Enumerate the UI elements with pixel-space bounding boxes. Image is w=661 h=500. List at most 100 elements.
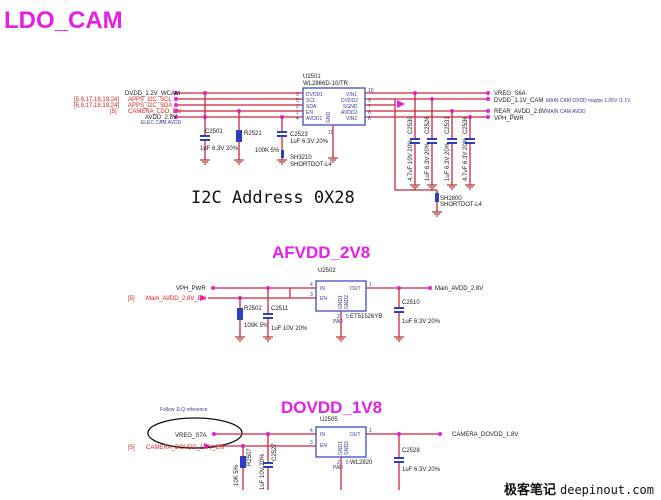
ground-symbol [277, 159, 287, 165]
port-dot [486, 91, 490, 95]
u2505-pin-in: IN [320, 432, 325, 438]
ref-dovdd-en: [5] [128, 445, 135, 451]
sh2800-val: SHORTDOT-L4 [440, 202, 483, 208]
port-dot [438, 432, 442, 436]
dovdd-title: DOVDD_1V8 [281, 398, 382, 417]
u2501-pin-sda: SDA [306, 104, 317, 110]
r2507-val: 10K 5% [234, 464, 240, 486]
c2526-val: 1uF 6.3V 20% [425, 142, 431, 181]
c2526-ref: C2526 [425, 116, 431, 134]
u2501-chip [302, 87, 366, 126]
u2505-pin-gnd1: GND1 [338, 441, 344, 455]
u2502-pinnum-3: 3 [310, 292, 313, 298]
u2501-pin-scl: SCL [306, 98, 316, 104]
c2536-val: 4.7uF 6.3V 20% [463, 137, 469, 181]
u2502-part: ET51526YB [350, 314, 382, 320]
ground-symbol [432, 211, 442, 217]
sh2800-body [435, 193, 439, 202]
afvdd-block: AFVDD_2V8 U2502 IN EN OUT GND1 GND2 4 3 … [128, 243, 483, 342]
u2501-pin-avdd2: AVDD2 [341, 110, 358, 116]
u2501-pinnum-9: 9 [368, 98, 371, 104]
u2502-pin-gnd1: GND1 [338, 295, 344, 309]
u2502-pinnum-5: 5 [346, 314, 349, 320]
r2507-body [240, 456, 246, 468]
c2527-ref: C2527 [272, 443, 278, 461]
u2502-pin-en: EN [320, 296, 327, 302]
watermark: 极客笔记 deepinout.com [504, 482, 654, 498]
r2521-ref: R2521 [244, 131, 262, 137]
u2501-pin-sgnd: SGND [343, 104, 358, 110]
ref-sda: [5,9,17,18,19,24] [74, 103, 119, 109]
u2501-pinnum-2: 2 [296, 104, 299, 110]
u2505-pad: PAD [333, 465, 343, 471]
u2505-pin-en: EN [320, 443, 327, 449]
net-apps-i2c-sda: APPS_I2C_SDA [128, 103, 172, 109]
port-dot [211, 286, 215, 290]
u2505-pinnum-5: 5 [346, 460, 349, 466]
c2531-val: 1uF 6.3V 20% [445, 142, 451, 181]
highlight-ellipse [147, 417, 243, 449]
c2527-plate [263, 462, 273, 464]
r2502-ref: R2502 [244, 306, 262, 312]
c2523-val: 1uF 6.3V 20% [290, 139, 329, 145]
ref-afvdd-en: [5] [128, 296, 135, 302]
u2505-ref: U2505 [320, 417, 338, 423]
ground-symbol [235, 336, 245, 342]
sh2800-ref: SH2800 [440, 196, 462, 202]
c2511-val: 1uF 10V 20% [271, 326, 308, 332]
ref-en: [5] [110, 109, 117, 115]
u2501-part: WL2866D-10/TR [303, 81, 349, 87]
c2526 [427, 99, 437, 190]
watermark-url: deepinout.com [560, 483, 654, 497]
c2511-plate [263, 313, 273, 315]
port-dot [486, 115, 490, 119]
u2501-pinnum-11: 11 [328, 130, 333, 136]
u2505-pin-out: OUT [350, 432, 361, 438]
c2536 [465, 117, 475, 190]
ground-symbol [336, 336, 346, 342]
u2502-pin-in: IN [320, 286, 325, 292]
ground-symbol [394, 336, 404, 342]
u2501-block: U2501 WL2866D-10/TR DVDD1 SCL SDA EN AVD… [74, 74, 631, 217]
r2521-val: 100K 5% [255, 148, 280, 154]
u2502-pad: PAD [333, 319, 343, 325]
net-dovdd-out: CAMERA_DOVDD_1.8V [452, 432, 518, 438]
dovdd-block: DOVDD_1V8 Follow JLQ reference U2505 IN … [128, 398, 518, 490]
c2510-ref: C2510 [402, 300, 420, 306]
r2502-body [237, 308, 243, 320]
u2501-pin-en: EN [306, 110, 313, 116]
page-title: LDO_CAM [4, 7, 123, 34]
c2530-ref: C2530 [408, 116, 414, 134]
u2501-pinnum-8: 8 [368, 110, 371, 116]
c2528-plate [394, 461, 404, 463]
port-dot [486, 109, 490, 113]
watermark-cn: 极客笔记 [504, 482, 556, 498]
c2530-val: 4.7uF 10V 20% [408, 139, 414, 181]
i2c-address-note: I2C Address 0X28 [191, 188, 355, 208]
u2502-pinnum-4: 4 [310, 282, 313, 288]
net-afvdd-en: Main_AVDD_2.8V_EN [146, 296, 206, 302]
c2536-ref: C2536 [463, 116, 469, 134]
u2502-pin-gnd2: GND2 [344, 295, 350, 309]
c2527-plate [263, 466, 273, 468]
c2527-val: 1uF 10V 20% [260, 453, 266, 490]
r2502-val: 100K 5% [244, 323, 269, 329]
c2511-plate [263, 317, 273, 319]
note-rear-avdd: MAIN CAM AVDD [546, 109, 586, 115]
u2501-pinnum-5: 5 [296, 98, 299, 104]
c2523-plate [277, 131, 287, 133]
net-dvdd12-wcam: DVDD_1.2V_WCAM [125, 91, 180, 97]
u2501-pin-vin1: VIN1 [346, 92, 357, 98]
c2501-ref: C2501 [205, 129, 223, 135]
u2502-pinnum-1: 1 [369, 282, 372, 288]
port-dot [174, 115, 178, 119]
net-dovdd-en: CAMERA_DOVDD_1.8V_EN [146, 445, 224, 451]
u2502-pinnum-2: 2 [337, 314, 340, 320]
net-apps-i2c-scl: APPS_I2C_SCL [128, 97, 172, 103]
net-avdd28-note: ELEC CAM AVDD [141, 120, 182, 126]
net-vreg-s7a: VREG_S7A [175, 433, 207, 439]
port-dot [212, 432, 216, 436]
u2505-part: WL2820 [350, 460, 373, 466]
u2501-ref: U2501 [303, 74, 321, 80]
